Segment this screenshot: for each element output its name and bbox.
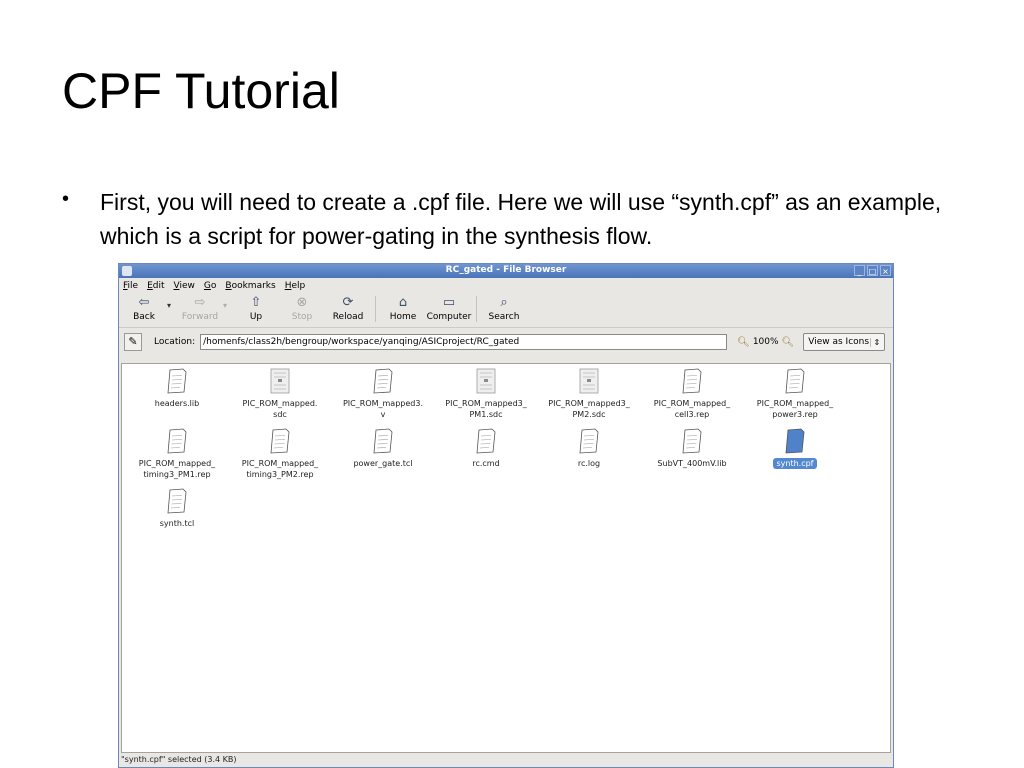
file-item[interactable]: PIC_ROM_mapped. sdc [230,368,330,420]
text-file-icon [578,428,600,454]
menu-help[interactable]: Help [284,280,306,291]
menubar: File Edit View Go Bookmarks Help [119,278,893,293]
menu-file[interactable]: File [123,280,139,291]
file-item[interactable]: PIC_ROM_mapped3. v [333,368,433,420]
status-bar: "synth.cpf" selected (3.4 KB) [121,755,237,764]
zoom-level[interactable]: 100% [752,337,779,347]
slide-title: CPF Tutorial [62,63,340,119]
file-item[interactable]: rc.log [539,428,639,469]
toolbar: ⇦ Back ▾ ⇨ Forward ▾ ⇧ Up ⊗ Stop ⟳ Reloa… [119,293,893,328]
minimize-icon[interactable]: _ [854,265,865,276]
edit-location-button[interactable]: ✎ [124,333,142,351]
document-file-icon [475,368,497,394]
reload-button[interactable]: ⟳ Reload [332,295,364,322]
file-name: PIC_ROM_mapped. sdc [242,399,318,419]
text-file-icon [269,428,291,454]
file-name: PIC_ROM_mapped_ cell3.rep [653,399,731,419]
back-history-dropdown[interactable]: ▾ [167,301,172,310]
chevron-updown-icon: ⇕ [869,337,880,347]
text-file-icon [166,368,188,394]
up-button[interactable]: ⇧ Up [249,295,263,322]
file-name: PIC_ROM_mapped3. v [342,399,423,419]
back-arrow-icon: ⇦ [138,295,150,310]
file-item[interactable]: PIC_ROM_mapped_ timing3_PM1.rep [127,428,227,480]
file-name: synth.tcl [159,519,195,528]
text-file-icon [784,428,806,454]
text-file-icon [475,428,497,454]
search-icon: ⌕ [500,295,508,310]
view-mode-select[interactable]: View as Icons ⇕ [803,333,886,351]
file-name: PIC_ROM_mapped3_ PM2.sdc [548,399,630,419]
search-button[interactable]: ⌕ Search [488,295,520,322]
file-browser-window: RC_gated - File Browser _ □ × File Edit … [118,263,894,768]
file-name: SubVT_400mV.lib [657,459,727,468]
text-file-icon [166,428,188,454]
menu-view[interactable]: View [173,280,195,291]
bullet-dot: • [62,188,70,210]
document-file-icon [578,368,600,394]
home-icon: ⌂ [398,295,408,310]
file-name: PIC_ROM_mapped3_ PM1.sdc [445,399,527,419]
bullet-item: • First, you will need to create a .cpf … [62,185,962,253]
zoom-controls: 🔍︎ 100% 🔍︎ [737,337,794,348]
file-name: PIC_ROM_mapped_ timing3_PM2.rep [241,459,319,479]
file-name: headers.lib [154,399,200,408]
forward-arrow-icon: ⇨ [194,295,206,310]
file-name: power_gate.tcl [353,459,413,468]
forward-button[interactable]: ⇨ Forward [181,295,219,322]
computer-button[interactable]: ▭ Computer [426,295,472,322]
view-mode-label: View as Icons [808,337,870,347]
computer-icon: ▭ [442,295,456,310]
menu-bookmarks[interactable]: Bookmarks [225,280,276,291]
text-file-icon [372,368,394,394]
file-item[interactable]: power_gate.tcl [333,428,433,469]
file-name: PIC_ROM_mapped_ timing3_PM1.rep [138,459,216,479]
text-file-icon [681,368,703,394]
file-name: rc.log [577,459,601,468]
text-file-icon [166,488,188,514]
file-item[interactable]: headers.lib [127,368,227,409]
file-icon-view[interactable]: headers.lib PIC_ROM_mapped. sdc PIC_ROM_… [121,363,891,753]
file-item[interactable]: SubVT_400mV.lib [642,428,742,469]
toolbar-separator [375,296,376,322]
text-file-icon [784,368,806,394]
stop-button[interactable]: ⊗ Stop [291,295,313,322]
maximize-icon[interactable]: □ [867,265,878,276]
file-name: PIC_ROM_mapped_ power3.rep [756,399,834,419]
file-item[interactable]: rc.cmd [436,428,536,469]
text-file-icon [681,428,703,454]
file-name: synth.cpf [773,458,817,469]
home-button[interactable]: ⌂ Home [389,295,417,322]
file-item[interactable]: PIC_ROM_mapped3_ PM2.sdc [539,368,639,420]
up-arrow-icon: ⇧ [250,295,262,310]
reload-icon: ⟳ [342,295,354,310]
window-titlebar[interactable]: RC_gated - File Browser _ □ × [119,264,893,278]
menu-edit[interactable]: Edit [147,280,165,291]
menu-go[interactable]: Go [203,280,217,291]
close-icon[interactable]: × [880,265,891,276]
location-input[interactable] [200,334,728,350]
file-item[interactable]: PIC_ROM_mapped3_ PM1.sdc [436,368,536,420]
stop-icon: ⊗ [296,295,308,310]
file-item[interactable]: synth.tcl [127,488,227,529]
back-button[interactable]: ⇦ Back [133,295,155,322]
file-item[interactable]: PIC_ROM_mapped_ power3.rep [745,368,845,420]
forward-history-dropdown[interactable]: ▾ [223,301,228,310]
folder-icon[interactable] [122,266,132,276]
window-title: RC_gated - File Browser [445,265,567,275]
location-bar: ✎ Location: 🔍︎ 100% 🔍︎ View as Icons ⇕ [119,328,893,353]
bullet-text: First, you will need to create a .cpf fi… [100,189,942,249]
pencil-icon: ✎ [128,335,138,348]
file-item[interactable]: synth.cpf [745,428,845,469]
toolbar-separator [476,296,477,322]
zoom-in-icon[interactable]: 🔍︎ [781,336,795,348]
text-file-icon [372,428,394,454]
file-item[interactable]: PIC_ROM_mapped_ timing3_PM2.rep [230,428,330,480]
document-file-icon [269,368,291,394]
zoom-out-icon[interactable]: 🔍︎ [737,336,750,348]
location-label: Location: [154,337,196,347]
file-name: rc.cmd [472,459,500,468]
file-item[interactable]: PIC_ROM_mapped_ cell3.rep [642,368,742,420]
